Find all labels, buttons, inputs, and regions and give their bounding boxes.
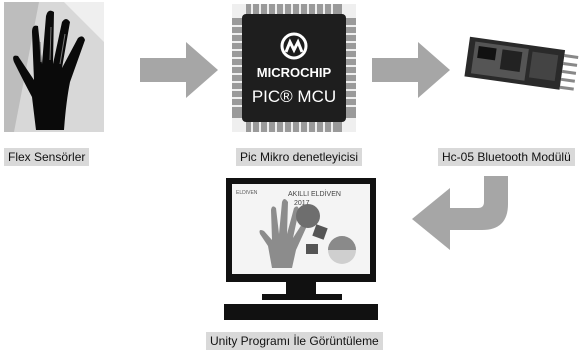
unity-label: Unity Programı İle Görüntüleme [206,332,383,350]
screen-small-text: ELDIVEN [236,190,258,196]
arrow-bluetooth-to-unity [412,176,520,254]
flex-sensor-label: Flex Sensörler [4,148,90,166]
arrow-flex-to-mcu [140,42,218,98]
screen-title-text: AKILLI ELDİVEN [288,189,341,198]
mcu-chip-image: MICROCHIP PIC® MCU [232,4,356,132]
screen-year-text: 2017 [294,200,310,207]
chip-brand-text: MICROCHIP [257,65,332,80]
3d-hand-icon [259,199,306,268]
microchip-logo-icon [280,32,308,60]
bluetooth-label: Hc-05 Bluetooth Modülü [438,148,575,166]
chip-model-text: PIC® MCU [252,87,336,106]
mcu-label: Pic Mikro denetleyicisi [236,148,363,166]
flex-sensor-image [4,2,104,132]
computer-monitor-image: ELDIVEN AKILLI ELDİVEN 2017 [222,176,380,324]
bluetooth-module-image [458,34,582,104]
arrow-shape [140,42,218,98]
arrow-mcu-to-bluetooth [372,42,450,98]
